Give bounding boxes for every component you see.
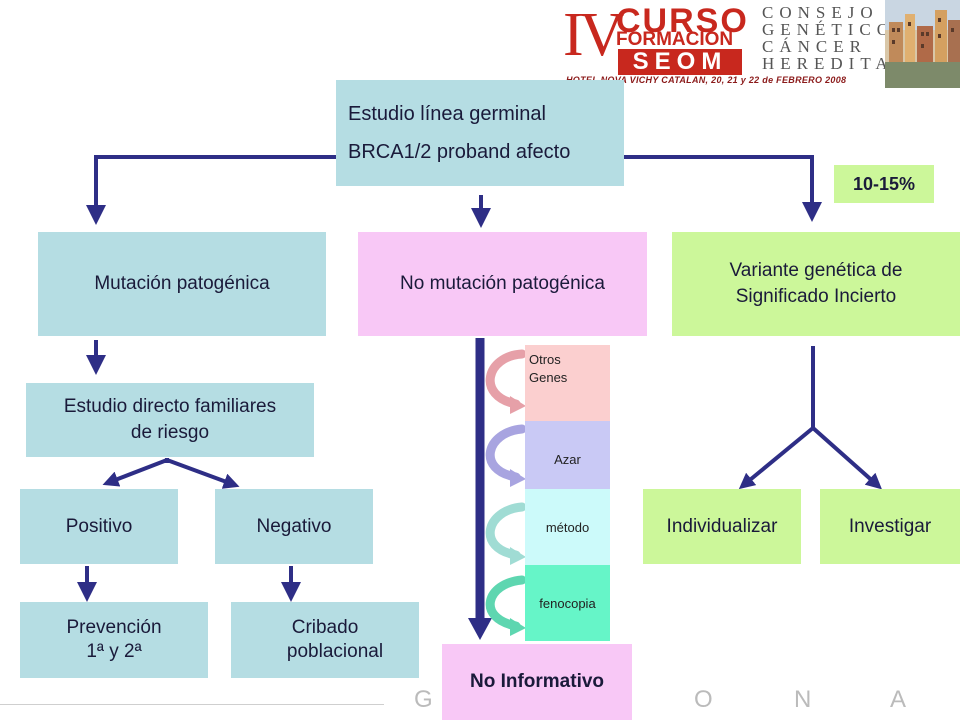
variant-line-1: Variante genética de <box>729 260 903 282</box>
council-line-1: CONSEJO <box>762 3 879 22</box>
investigate-box: Investigar <box>820 489 960 564</box>
no-informative-box: No Informativo <box>442 644 632 720</box>
screening-box: Cribado poblacional <box>231 602 419 678</box>
root-box: Estudio línea germinal BRCA1/2 proband a… <box>336 80 624 186</box>
connector-family-positive <box>102 458 168 487</box>
individualize-box: Individualizar <box>643 489 801 564</box>
family-study-box: Estudio directo familiares de riesgo <box>26 383 314 457</box>
connector-variant-individualize <box>738 426 815 490</box>
mutation-box: Mutación patogénica <box>38 232 326 336</box>
no-mutation-box: No mutación patogénica <box>358 232 647 336</box>
prevention-box: Prevención 1ª y 2ª <box>20 602 208 678</box>
course-org-seom: SEOM <box>618 48 742 75</box>
connector-variant-investigate <box>811 426 882 490</box>
root-line-2: BRCA1/2 proband afecto <box>348 141 571 163</box>
connector-no-mutation-head <box>468 618 492 640</box>
connector-family-negative <box>166 458 240 489</box>
prevention-line-1: Prevención <box>66 617 162 639</box>
cause-chance: Azar <box>525 421 610 497</box>
variant-line-2: Significado Incierto <box>735 286 897 307</box>
footer-rule <box>0 704 384 705</box>
cause-other-genes-label: Otros Genes <box>529 352 568 385</box>
root-line-1: Estudio línea germinal <box>348 103 546 125</box>
screening-line-1: Cribado <box>291 617 359 639</box>
screening-line-2: poblacional <box>286 641 384 662</box>
footer-letter-g: G <box>414 686 433 713</box>
council-line-3: CÁNCER <box>762 37 867 56</box>
cause-phenocopy: fenocopia <box>525 565 610 641</box>
course-word-formacion: FORMACIÓN <box>616 29 734 50</box>
prevention-line-2: 1ª y 2ª <box>86 641 142 662</box>
variant-box: Variante genética de Significado Inciert… <box>672 232 960 336</box>
city-photo <box>885 0 960 88</box>
cause-method: método <box>525 489 610 565</box>
footer-letter-n: N <box>794 686 812 713</box>
venue-text: HOTEL NOVA VICHY CATALAN, 20, 21 y 22 de… <box>566 75 847 85</box>
council-line-2: GENÉTICO <box>762 20 895 39</box>
connector-root-right <box>624 155 822 222</box>
negative-box: Negativo <box>215 489 373 564</box>
percent-badge: 10-15% <box>834 165 934 203</box>
positive-box: Positivo <box>20 489 178 564</box>
connector-root-left <box>86 155 336 225</box>
cause-other-genes: Otros Genes <box>525 345 610 421</box>
footer-letter-o: O <box>694 686 713 713</box>
family-line-1: Estudio directo familiares <box>63 396 277 418</box>
footer-letter-a: A <box>890 686 907 713</box>
course-numeral: IV <box>563 1 624 69</box>
course-word-curso: CURSO <box>616 2 749 40</box>
family-line-2: de riesgo <box>130 422 210 443</box>
